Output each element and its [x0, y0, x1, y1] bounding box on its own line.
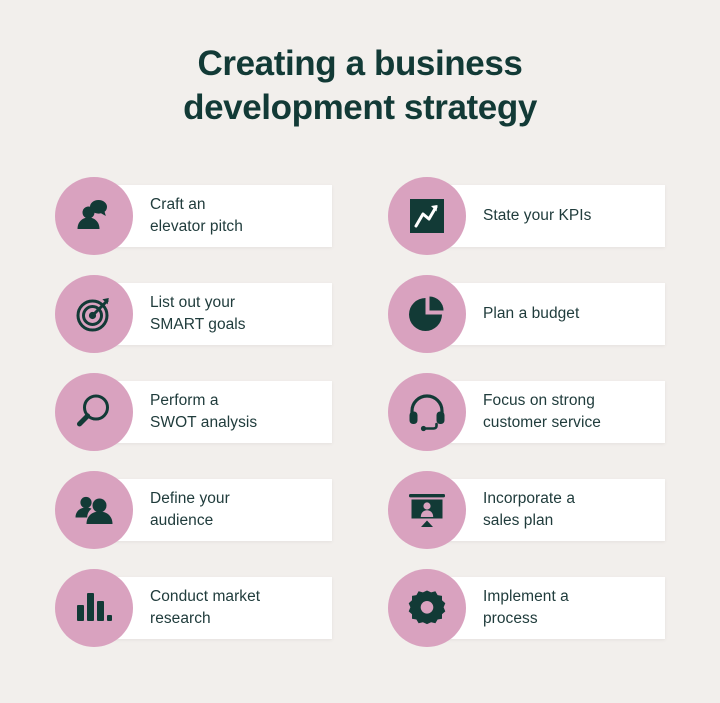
list-item-label: Implement a process — [483, 586, 569, 630]
list-item-label-line1: Perform a — [150, 392, 219, 409]
list-item-label-line2: customer service — [483, 414, 601, 431]
title-line-2: development strategy — [183, 88, 537, 127]
bar-chart-icon — [55, 569, 133, 647]
list-item-label-line1: Define your — [150, 490, 230, 507]
list-item-label-line2: research — [150, 610, 211, 627]
list-item[interactable]: Implement a process — [388, 569, 665, 647]
list-item-label-line2: audience — [150, 512, 214, 529]
list-item[interactable]: Focus on strong customer service — [388, 373, 665, 451]
items-grid: Craft an elevator pitch — [0, 177, 720, 647]
headset-icon — [388, 373, 466, 451]
right-column: State your KPIs Plan a budget — [388, 177, 665, 647]
list-item-label-line1: State your KPIs — [483, 207, 592, 224]
pie-chart-icon — [388, 275, 466, 353]
list-item[interactable]: List out your SMART goals — [55, 275, 332, 353]
list-item-label: Perform a SWOT analysis — [150, 390, 257, 434]
target-arrow-icon — [55, 275, 133, 353]
list-item[interactable]: Define your audience — [55, 471, 332, 549]
list-item-label-line1: Focus on strong — [483, 392, 595, 409]
title-line-1: Creating a business — [197, 44, 523, 83]
list-item[interactable]: Craft an elevator pitch — [55, 177, 332, 255]
list-item[interactable]: Plan a budget — [388, 275, 665, 353]
presentation-board-icon — [388, 471, 466, 549]
list-item-label-line1: Plan a budget — [483, 305, 580, 322]
list-item[interactable]: State your KPIs — [388, 177, 665, 255]
list-item-label-line2: sales plan — [483, 512, 554, 529]
list-item-label-line1: Craft an — [150, 196, 206, 213]
list-item-label: State your KPIs — [483, 205, 591, 227]
list-item-label: Craft an elevator pitch — [150, 194, 243, 238]
list-item-label: Define your audience — [150, 488, 230, 532]
list-item-label: Conduct market research — [150, 586, 260, 630]
page-title: Creating a business development strategy — [0, 0, 720, 130]
gear-icon — [388, 569, 466, 647]
list-item-label: Plan a budget — [483, 303, 579, 325]
trend-line-chart-icon — [388, 177, 466, 255]
person-speech-bubble-icon — [55, 177, 133, 255]
list-item[interactable]: Perform a SWOT analysis — [55, 373, 332, 451]
two-people-icon — [55, 471, 133, 549]
list-item-label-line2: SMART goals — [150, 316, 246, 333]
list-item[interactable]: Incorporate a sales plan — [388, 471, 665, 549]
left-column: Craft an elevator pitch — [55, 177, 332, 647]
list-item-label-line1: List out your — [150, 294, 236, 311]
list-item-label: List out your SMART goals — [150, 292, 246, 336]
list-item-label-line2: SWOT analysis — [150, 414, 258, 431]
list-item-label: Incorporate a sales plan — [483, 488, 575, 532]
list-item[interactable]: Conduct market research — [55, 569, 332, 647]
list-item-label-line1: Incorporate a — [483, 490, 575, 507]
list-item-label-line1: Conduct market — [150, 588, 261, 605]
list-item-label-line1: Implement a — [483, 588, 569, 605]
list-item-label-line2: elevator pitch — [150, 218, 243, 235]
list-item-label-line2: process — [483, 610, 538, 627]
magnifying-glass-icon — [55, 373, 133, 451]
list-item-label: Focus on strong customer service — [483, 390, 601, 434]
